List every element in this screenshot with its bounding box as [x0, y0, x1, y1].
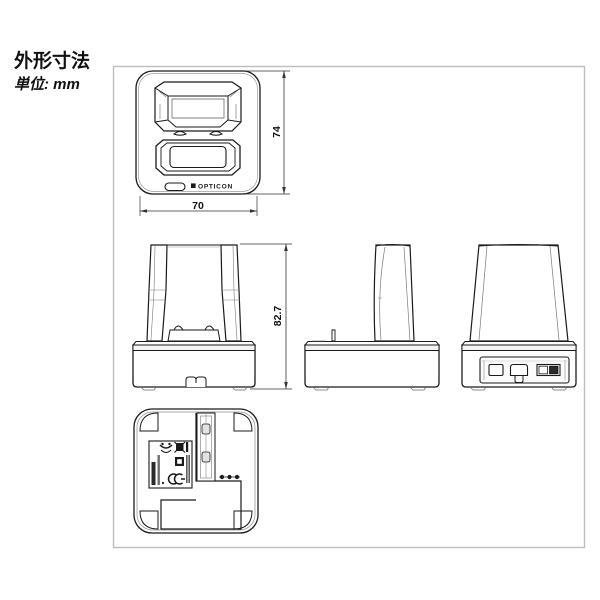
label-microtext-1 — [186, 455, 188, 483]
side-arm-crease-left — [379, 246, 386, 342]
side-view — [303, 244, 441, 391]
side-base-body — [304, 344, 440, 388]
datamatrix-code-inner — [177, 459, 182, 464]
top-view-body-inner-edge — [138, 73, 258, 192]
dim-arrow-right-70 — [250, 209, 257, 213]
dimension-82-7: 82.7 — [240, 243, 292, 390]
front-arm-right — [220, 244, 242, 342]
foot-top-right — [233, 412, 253, 432]
front-base-top-edge — [131, 341, 257, 346]
brand-logo: OPTICON — [191, 183, 233, 190]
front-arm-left-bands — [148, 289, 166, 301]
dimension-74: 74 — [245, 70, 290, 195]
dimension-70: 70 — [139, 196, 258, 216]
title-block: 外形寸法 単位: mm — [14, 51, 114, 94]
front-view: 82.7 — [131, 243, 292, 391]
weee-cross — [174, 441, 186, 453]
front-bump-right — [204, 325, 215, 331]
opticon-logo-icon — [191, 183, 196, 188]
rear-base-top-band — [461, 344, 577, 351]
front-arm-left — [146, 244, 168, 342]
label-microtext-2 — [188, 455, 190, 483]
front-center-platform — [167, 329, 221, 342]
weee-mark — [174, 441, 189, 453]
cradle-recess-side-fold — [154, 119, 242, 123]
led-indicator — [164, 182, 186, 192]
front-base-bottom-notch — [185, 376, 207, 387]
ce-mark-c — [167, 473, 177, 485]
side-arm-body — [373, 244, 415, 342]
cradle-recess-floor — [171, 98, 225, 119]
label-dot — [161, 481, 165, 485]
front-base-top-band — [132, 344, 256, 351]
dim-arrow-bottom-827 — [284, 382, 288, 389]
brand-name: OPTICON — [198, 183, 233, 190]
cradle-recess-inner-wall — [167, 96, 229, 128]
label-text-block-left-2 — [157, 455, 160, 485]
page-title: 外形寸法 — [14, 51, 91, 72]
cradle-recess-top-chamfer — [154, 87, 242, 97]
contact-slot-right — [209, 131, 223, 136]
warning-mark-arc — [160, 449, 172, 453]
rear-arm-body — [469, 244, 569, 342]
bottom-body-inner-edge — [136, 411, 256, 531]
contact-slot-left — [173, 131, 187, 136]
side-base-top-edge — [303, 341, 441, 346]
page-subtitle-unit: 単位: mm — [14, 75, 80, 93]
warning-mark-dot-left — [161, 442, 164, 446]
foot-top-left — [139, 412, 159, 432]
side-base-feet — [312, 386, 427, 391]
port-rounded — [509, 363, 529, 377]
dim-arrow-bottom-74 — [282, 187, 286, 194]
front-base-feet — [140, 386, 248, 391]
front-arm-right-bands — [222, 289, 240, 301]
side-arm-top-cap — [375, 244, 411, 247]
foot-bottom-left — [139, 510, 159, 530]
product-label — [148, 440, 193, 489]
ce-mark — [167, 473, 185, 485]
label-outline — [148, 440, 193, 489]
rear-arm-crease-left — [478, 245, 488, 341]
front-arm-right-crease — [232, 245, 238, 341]
rear-arm-top-cap — [478, 244, 559, 247]
side-arm-crease-right — [403, 246, 411, 342]
side-post — [331, 329, 336, 342]
switch-position-right — [549, 365, 559, 375]
dim-label-70: 70 — [192, 200, 204, 212]
switch-position-left — [538, 365, 548, 375]
bottom-view — [133, 408, 259, 534]
dim-arrow-top-74 — [282, 71, 286, 78]
drawing-frame — [112, 65, 586, 549]
cradle-wall-highlight — [158, 90, 238, 98]
rear-arm-crease-right — [549, 245, 560, 341]
front-base-body — [132, 344, 256, 388]
dim-arrow-left-70 — [140, 209, 147, 213]
rear-view — [460, 244, 578, 391]
switch-slider — [536, 363, 561, 377]
front-bump-left — [173, 325, 184, 331]
weee-bar — [186, 442, 189, 452]
cradle-wall-highlight-2 — [159, 104, 237, 119]
top-view: OPTICON 70 74 — [135, 70, 290, 216]
dim-label-827: 82.7 — [272, 306, 284, 327]
dim-arrow-top-827 — [284, 244, 288, 251]
side-base-top-band — [304, 344, 440, 351]
port-square — [488, 363, 504, 377]
ce-mark-e — [173, 473, 185, 485]
channel-clip-lower — [201, 451, 211, 463]
rear-base-feet — [469, 386, 568, 391]
port-rounded-strain-relief — [514, 375, 524, 383]
label-text-block-left — [151, 462, 156, 485]
channel-clip-upper — [201, 423, 211, 435]
connector-panel-inner-edges — [483, 360, 566, 380]
dim-label-74: 74 — [271, 126, 283, 138]
warning-mark — [159, 444, 173, 449]
scan-window — [169, 145, 227, 169]
warning-mark-dot-right — [168, 442, 171, 446]
front-arm-left-crease — [150, 245, 156, 341]
rear-base-top-edge — [460, 341, 578, 346]
